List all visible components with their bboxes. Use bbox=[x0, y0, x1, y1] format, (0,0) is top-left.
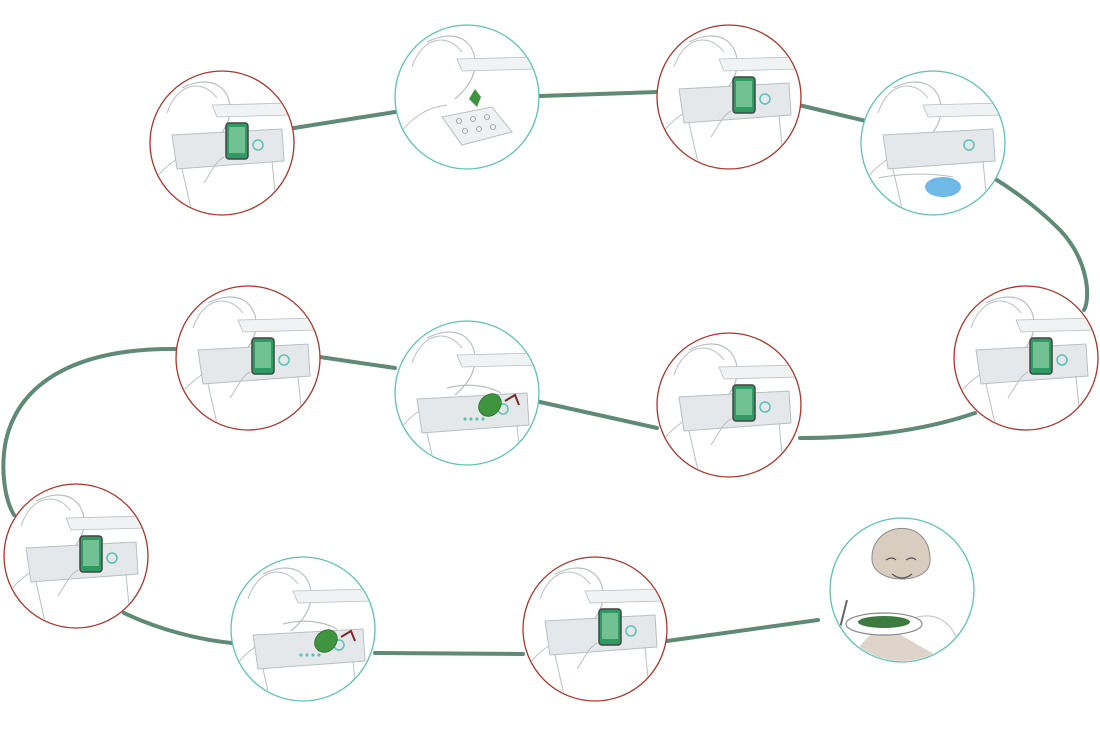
step-border bbox=[3, 483, 149, 629]
step-border bbox=[656, 24, 802, 170]
step-9-phone bbox=[3, 483, 149, 629]
step-1-phone bbox=[149, 70, 295, 216]
step-border bbox=[394, 24, 540, 170]
step-border bbox=[656, 332, 802, 478]
step-10-hand-herb bbox=[230, 556, 376, 702]
step-background bbox=[395, 25, 539, 169]
tray-icon bbox=[441, 106, 513, 146]
herb-icon bbox=[469, 89, 481, 107]
step-background bbox=[231, 557, 375, 701]
herb-icon bbox=[314, 629, 338, 653]
step-3-phone bbox=[656, 24, 802, 170]
step-border bbox=[522, 556, 668, 702]
face-icon bbox=[871, 527, 931, 580]
journey-path bbox=[1, 89, 1090, 656]
step-12-result-salad bbox=[829, 517, 975, 663]
step-7-hand-herb bbox=[394, 320, 540, 466]
step-border bbox=[394, 320, 540, 466]
step-6-phone bbox=[656, 332, 802, 478]
step-2-hand-tray bbox=[394, 24, 540, 170]
herb-icon bbox=[478, 393, 502, 417]
step-4-hand-knob bbox=[860, 70, 1006, 216]
step-background bbox=[395, 321, 539, 465]
step-11-phone bbox=[522, 556, 668, 702]
step-border bbox=[860, 70, 1006, 216]
step-border bbox=[230, 556, 376, 702]
step-border bbox=[829, 517, 975, 663]
step-8-phone bbox=[175, 285, 321, 431]
step-border bbox=[953, 285, 1099, 431]
step-border bbox=[175, 285, 321, 431]
step-border bbox=[149, 70, 295, 216]
glove-hand-icon bbox=[925, 177, 961, 197]
step-5-phone bbox=[953, 285, 1099, 431]
salad-icon bbox=[858, 616, 910, 628]
